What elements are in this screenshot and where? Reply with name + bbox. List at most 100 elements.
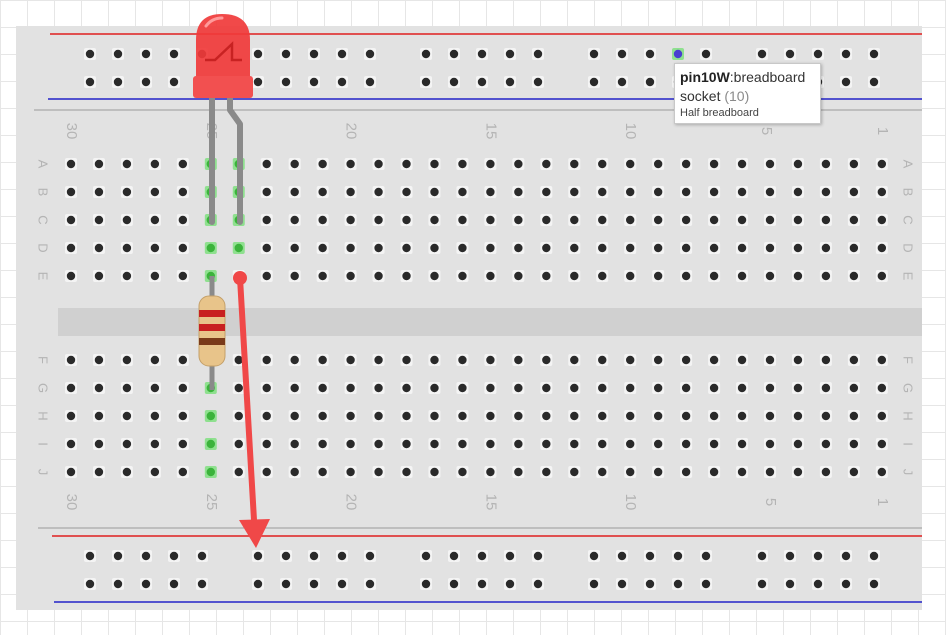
hole-A21[interactable] [316,158,329,170]
hole-G18[interactable] [400,382,413,394]
hole-J8[interactable] [680,466,693,478]
hole-B1[interactable] [875,186,888,198]
hole-G26[interactable] [176,382,189,394]
hole-D23[interactable] [260,242,273,254]
hole-I28[interactable] [120,438,133,450]
rail-top-hole-1-24[interactable] [868,76,880,88]
hole-F14[interactable] [512,354,525,366]
hole-H3[interactable] [819,410,832,422]
hole-C12[interactable] [568,214,581,226]
rail-top-hole-0-13[interactable] [504,48,516,60]
rail-top-hole-0-22[interactable] [812,48,824,60]
hole-A29[interactable] [92,158,105,170]
hole-D3[interactable] [819,242,832,254]
hole-J15[interactable] [484,466,497,478]
hole-G12[interactable] [568,382,581,394]
hole-A1[interactable] [875,158,888,170]
hole-D15[interactable] [484,242,497,254]
rail-bottom-hole-1-20[interactable] [756,578,768,590]
hole-H13[interactable] [540,410,553,422]
hole-F29[interactable] [92,354,105,366]
rail-bottom-hole-0-7[interactable] [308,550,320,562]
rail-top-hole-1-15[interactable] [588,76,600,88]
hole-A28[interactable] [120,158,133,170]
rail-bottom-hole-0-18[interactable] [672,550,684,562]
hole-A6[interactable] [736,158,749,170]
hole-E2[interactable] [847,270,860,282]
hole-J30[interactable] [65,466,77,478]
hole-D26[interactable] [176,242,189,254]
rail-top-hole-1-23[interactable] [840,76,852,88]
hole-E10[interactable] [624,270,637,282]
hole-I11[interactable] [596,438,609,450]
hole-C19[interactable] [372,214,385,226]
hole-E20[interactable] [344,270,357,282]
hole-B22[interactable] [288,186,301,198]
rail-bottom-hole-1-24[interactable] [868,578,880,590]
hole-I23[interactable] [260,438,273,450]
rail-top-hole-0-18[interactable] [672,48,684,60]
hole-H6[interactable] [736,410,749,422]
hole-I25[interactable] [204,438,217,450]
hole-E13[interactable] [540,270,553,282]
rail-bottom-hole-1-22[interactable] [812,578,824,590]
hole-I15[interactable] [484,438,497,450]
hole-H27[interactable] [148,410,161,422]
rail-bottom-hole-0-8[interactable] [336,550,348,562]
hole-G29[interactable] [92,382,105,394]
hole-E14[interactable] [512,270,525,282]
hole-E23[interactable] [260,270,273,282]
hole-C16[interactable] [456,214,469,226]
rail-bottom-hole-1-8[interactable] [336,578,348,590]
hole-A4[interactable] [791,158,804,170]
hole-B20[interactable] [344,186,357,198]
hole-J7[interactable] [708,466,721,478]
rail-bottom-hole-0-22[interactable] [812,550,824,562]
rail-top-hole-0-21[interactable] [784,48,796,60]
hole-A16[interactable] [456,158,469,170]
hole-I4[interactable] [791,438,804,450]
hole-C22[interactable] [288,214,301,226]
hole-C27[interactable] [148,214,161,226]
hole-J21[interactable] [316,466,329,478]
hole-H11[interactable] [596,410,609,422]
rail-top-hole-0-8[interactable] [336,48,348,60]
hole-E18[interactable] [400,270,413,282]
hole-F20[interactable] [344,354,357,366]
hole-A2[interactable] [847,158,860,170]
rail-bottom-hole-0-6[interactable] [280,550,292,562]
hole-E26[interactable] [176,270,189,282]
rail-top-hole-0-1[interactable] [112,48,124,60]
hole-C26[interactable] [176,214,189,226]
hole-F21[interactable] [316,354,329,366]
hole-D7[interactable] [708,242,721,254]
rail-bottom-hole-0-13[interactable] [504,550,516,562]
hole-C17[interactable] [428,214,441,226]
hole-B27[interactable] [148,186,161,198]
hole-D30[interactable] [65,242,77,254]
hole-I18[interactable] [400,438,413,450]
rail-bottom-hole-0-17[interactable] [644,550,656,562]
rail-bottom-hole-1-17[interactable] [644,578,656,590]
hole-J19[interactable] [372,466,385,478]
hole-B12[interactable] [568,186,581,198]
hole-J9[interactable] [652,466,665,478]
hole-C23[interactable] [260,214,273,226]
hole-D9[interactable] [652,242,665,254]
hole-J28[interactable] [120,466,133,478]
hole-C4[interactable] [791,214,804,226]
hole-B11[interactable] [596,186,609,198]
rail-top-hole-1-7[interactable] [308,76,320,88]
hole-B3[interactable] [819,186,832,198]
hole-F1[interactable] [875,354,888,366]
hole-H20[interactable] [344,410,357,422]
hole-E17[interactable] [428,270,441,282]
hole-B8[interactable] [680,186,693,198]
hole-G21[interactable] [316,382,329,394]
rail-bottom-hole-0-11[interactable] [448,550,460,562]
hole-C10[interactable] [624,214,637,226]
hole-J18[interactable] [400,466,413,478]
hole-J4[interactable] [791,466,804,478]
components[interactable] [193,14,270,548]
hole-J26[interactable] [176,466,189,478]
